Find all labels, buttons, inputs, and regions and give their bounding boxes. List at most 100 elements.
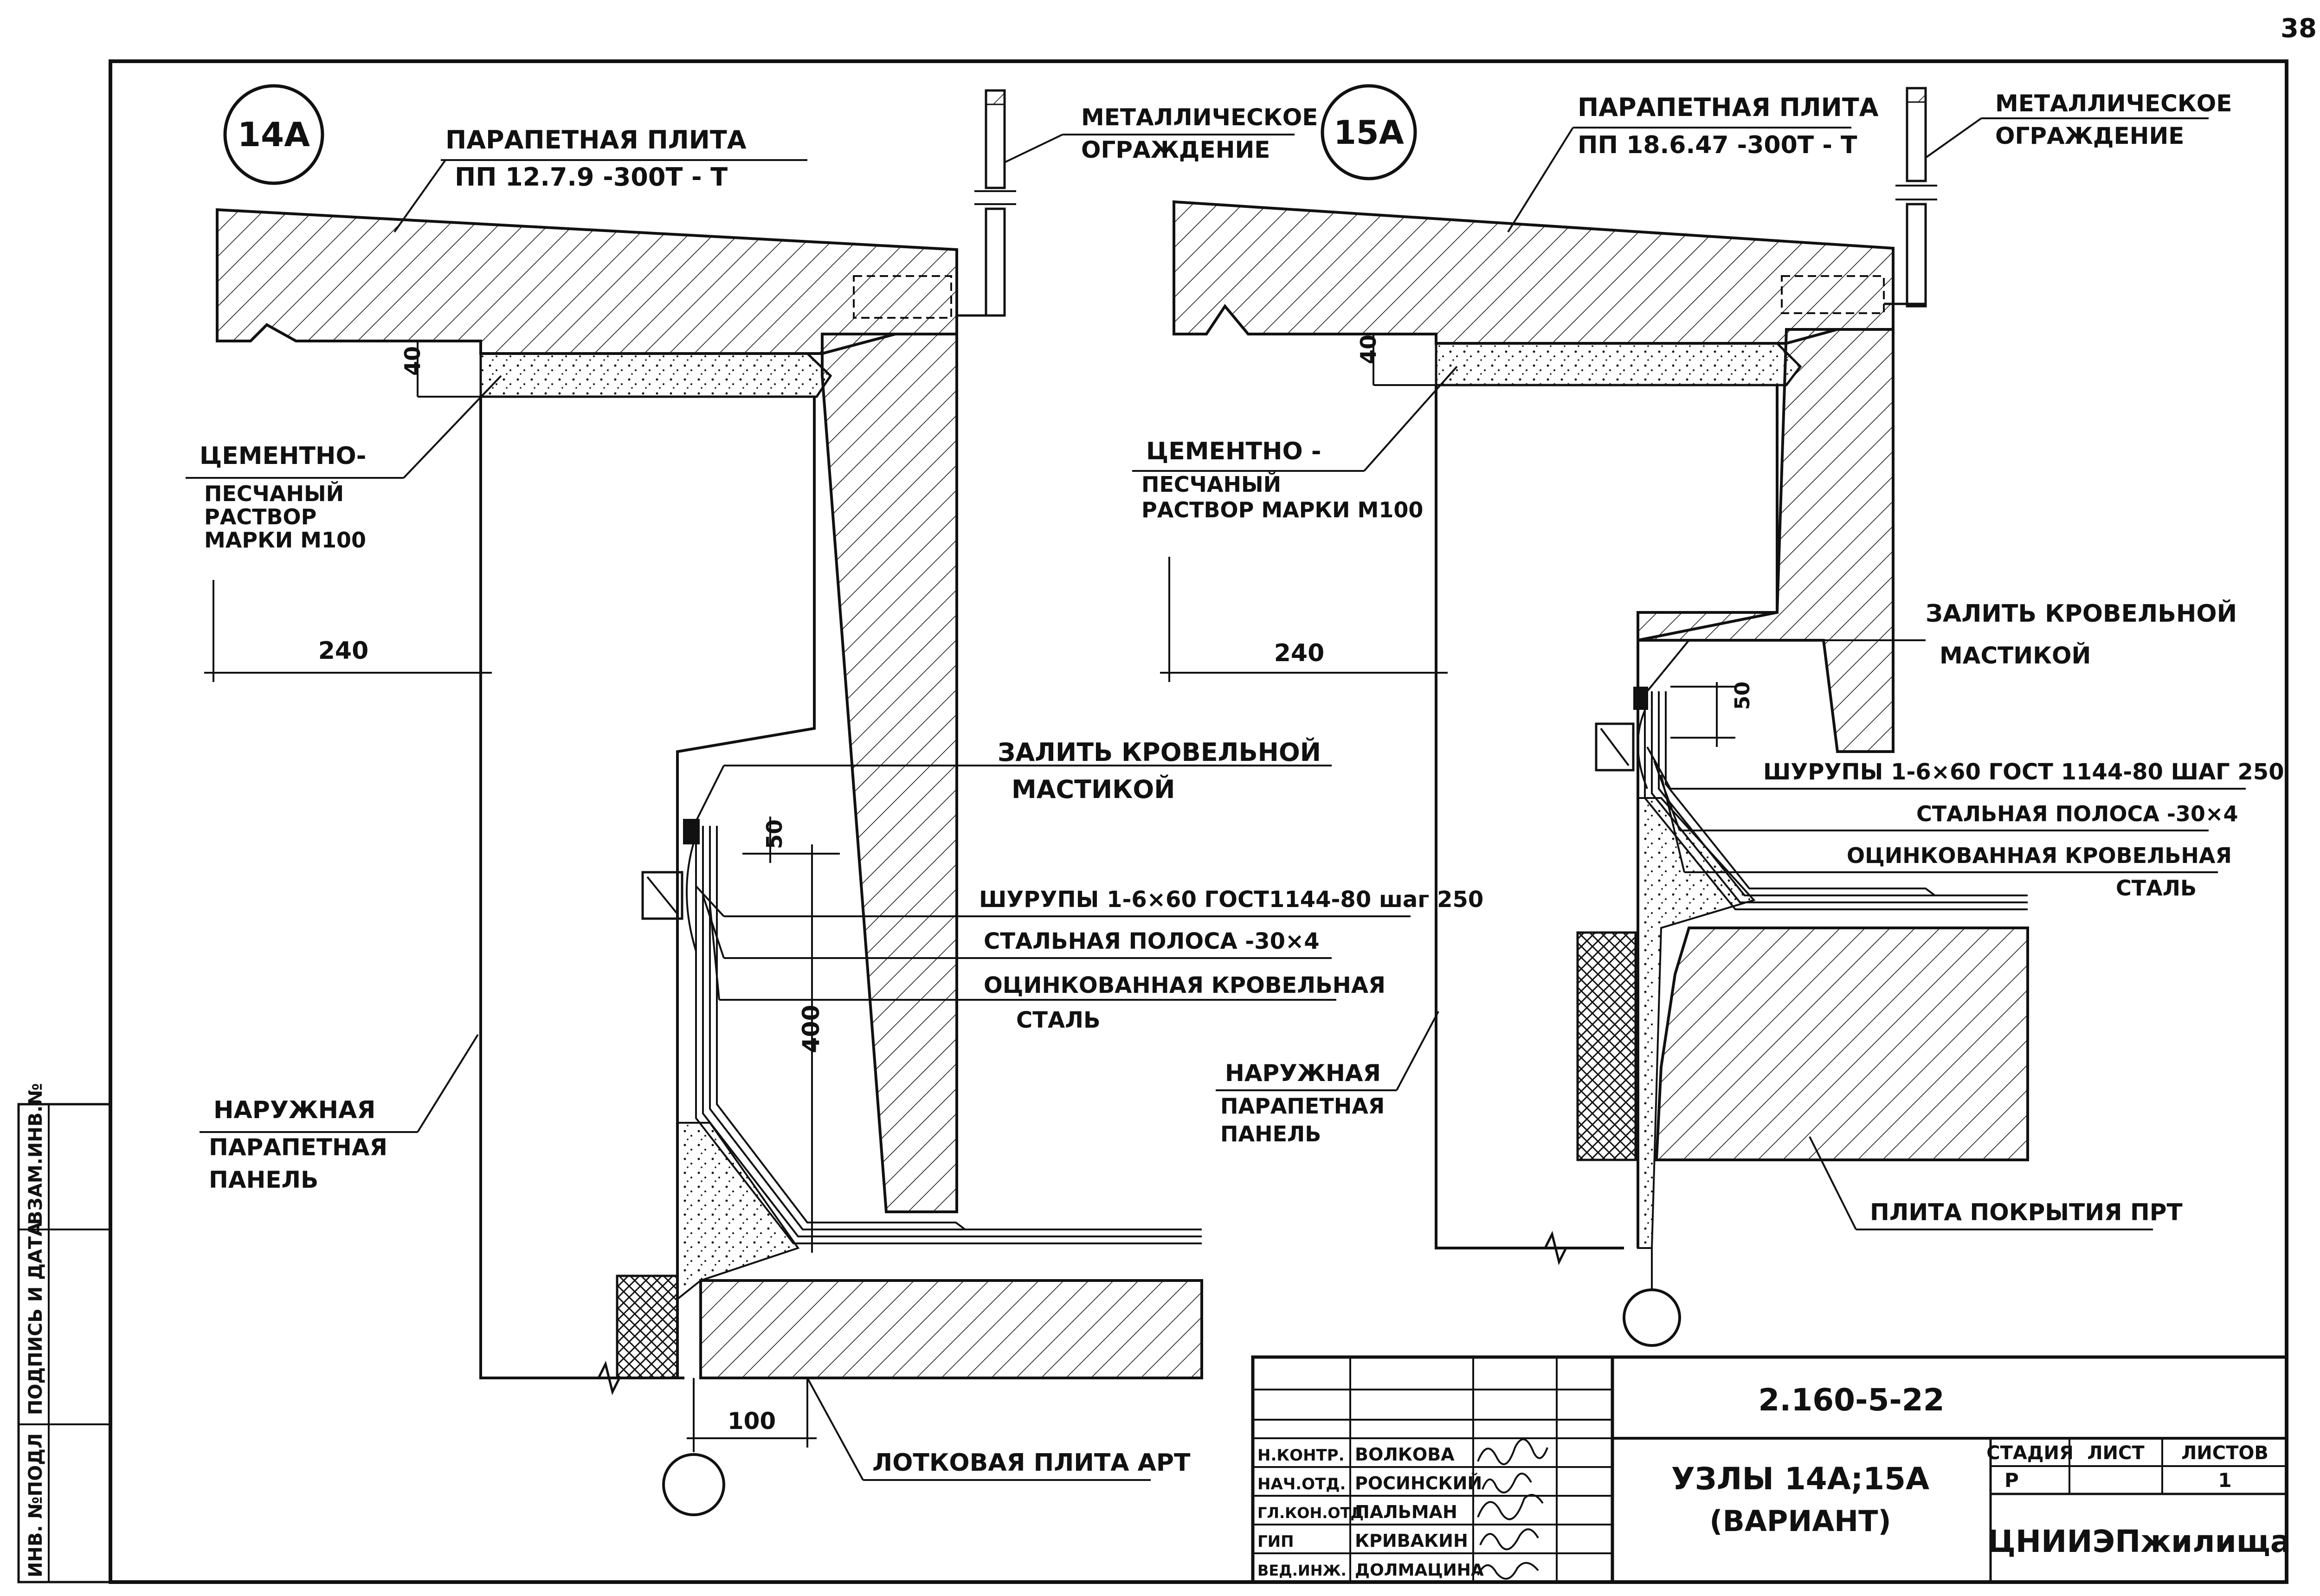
parapet-plate-code-15a: ПП 18.6.47 -300Т - Т [1578, 131, 1857, 159]
mortar-label-14a-3: РАСТВОР [204, 504, 316, 529]
panel-label-14a-2: ПАРАПЕТНАЯ [209, 1134, 387, 1161]
node-15a-marker: 15А [1334, 114, 1404, 152]
screws-label-15a: ШУРУПЫ 1-6×60 ГОСТ 1144-80 ШАГ 250 [1763, 759, 2284, 785]
dim-240-14a: 240 [318, 637, 369, 665]
mastic-label-14a-2: МАСТИКОЙ [1012, 775, 1175, 804]
title-line1: УЗЛЫ 14А;15А [1671, 1461, 1929, 1497]
fence-label-14a-1: МЕТАЛЛИЧЕСКОЕ [1081, 104, 1318, 131]
dim-40-15a: 40 [1356, 335, 1381, 364]
parapet-panel-14a [479, 397, 684, 1379]
embedded-part-14a [853, 275, 952, 319]
node-15a: 15А ПАРАПЕТНАЯ ПЛИТА [1132, 84, 2284, 1347]
node-14a-marker-circle [223, 84, 324, 185]
parapet-plate-title-14a: ПАРАПЕТНАЯ ПЛИТА [445, 125, 747, 154]
mastic-block-14a [683, 819, 700, 844]
dim-50-14a: 50 [762, 819, 787, 849]
mortar-layer-15a [1435, 342, 1802, 386]
mortar-label-15a-2: ПЕСЧАНЫЙ [1141, 472, 1281, 497]
drawing-frame [109, 59, 2288, 1584]
parapet-plate-code-14a: ПП 12.7.9 -300Т - Т [455, 162, 728, 192]
cross-insert-15a [1576, 931, 1637, 1161]
dim-50-15a: 50 [1731, 682, 1754, 710]
staff-role: ГИП [1257, 1532, 1294, 1551]
strip-label-15a: СТАЛЬНАЯ ПОЛОСА -30×4 [1916, 801, 2238, 826]
steel-label-15a-2: СТАЛЬ [2116, 875, 2197, 901]
title-block: 2.160-5-22 УЗЛЫ 14А;15А (ВАРИАНТ) СТАДИЯ… [1251, 1355, 2291, 1584]
node-14a-marker: 14А [238, 115, 310, 154]
mastic-block-15a [1633, 687, 1648, 710]
stage-value: Р [2004, 1469, 2019, 1492]
parapet-plate-14a [216, 208, 958, 355]
staff-name: КРИВАКИН [1355, 1531, 1468, 1551]
roof-plate-label-15a: ПЛИТА ПОКРЫТИЯ ПРТ [1870, 1199, 2183, 1226]
concrete-fill-15a [1637, 797, 1756, 1249]
dim-240-15a: 240 [1274, 639, 1325, 667]
panel-label-15a-1: НАРУЖНАЯ [1225, 1060, 1381, 1087]
metal-fence-15a [1884, 87, 1937, 308]
fence-label-15a-2: ОГРАЖДЕНИЕ [1995, 122, 2184, 149]
sheets-header: ЛИСТОВ [2181, 1442, 2268, 1464]
stage-header: СТАДИЯ [1986, 1442, 2074, 1464]
steel-label-14a-1: ОЦИНКОВАННАЯ КРОВЕЛЬНАЯ [984, 972, 1386, 998]
break-mark-15a [1544, 1230, 1567, 1266]
steel-label-14a-2: СТАЛЬ [1016, 1007, 1101, 1033]
mortar-label-14a-1: ЦЕМЕНТНО- [200, 442, 366, 470]
staff-role: ГЛ.КОН.ОТД [1257, 1504, 1364, 1522]
panel-label-15a-3: ПАНЕЛЬ [1220, 1121, 1321, 1146]
mortar-label-15a-3: РАСТВОР МАРКИ М100 [1141, 497, 1423, 522]
grounding-circle-15a [1623, 1288, 1681, 1347]
staff-name: ВОЛКОВА [1355, 1444, 1455, 1465]
doc-code: 2.160-5-22 [1758, 1382, 1944, 1418]
organization: ЦНИИЭПжилища [1987, 1524, 2291, 1559]
staff-name: РОСИНСКИЙ [1355, 1473, 1482, 1493]
dim-100-14a: 100 [728, 1408, 776, 1435]
panel-label-14a-1: НАРУЖНАЯ [213, 1096, 375, 1124]
signatures [1477, 1438, 1548, 1580]
panel-label-15a-2: ПАРАПЕТНАЯ [1220, 1094, 1385, 1119]
stamp-inv-no: ИНВ. №ПОДЛ [25, 1433, 46, 1577]
page-number: 38 [2281, 13, 2317, 44]
staff-role: НАЧ.ОТД. [1257, 1475, 1346, 1493]
mortar-label-14a-4: МАРКИ М100 [204, 528, 366, 553]
tray-plate-label-14a: ЛОТКОВАЯ ПЛИТА АРТ [872, 1449, 1191, 1477]
mastic-label-15a-2: МАСТИКОЙ [1940, 642, 2091, 669]
screw-15a [1595, 722, 1635, 772]
sheet-header: ЛИСТ [2087, 1442, 2145, 1464]
parapet-panel-inner-14a [676, 397, 816, 1378]
screws-label-14a: ШУРУПЫ 1-6×60 ГОСТ1144-80 шаг 250 [979, 887, 1483, 913]
concrete-fill-14a [677, 1122, 800, 1301]
dim-400-14a: 400 [798, 1005, 825, 1053]
roof-flashing-15a [1644, 691, 2028, 910]
mortar-layer-14a [479, 352, 832, 398]
roof-plate-15a [1655, 927, 2029, 1161]
title-line2: (ВАРИАНТ) [1709, 1504, 1891, 1538]
break-mark-14a [597, 1360, 621, 1396]
fence-label-15a-1: МЕТАЛЛИЧЕСКОЕ [1995, 90, 2232, 117]
fence-label-14a-2: ОГРАЖДЕНИЕ [1081, 136, 1270, 163]
roof-flashing-14a [695, 826, 1202, 1244]
panel-label-14a-3: ПАНЕЛЬ [209, 1166, 318, 1193]
dim-40-14a: 40 [400, 346, 425, 376]
parapet-plate-title-15a: ПАРАПЕТНАЯ ПЛИТА [1578, 93, 1879, 122]
staff-name: ПАЛЬМАН [1355, 1502, 1457, 1522]
node-14a: 14А [186, 84, 1483, 1516]
cross-insert-14a [616, 1274, 679, 1379]
staff-role: Н.КОНТР. [1257, 1446, 1345, 1465]
embedded-part-15a [1781, 275, 1885, 314]
metal-fence-14a [957, 89, 1016, 317]
strip-label-14a: СТАЛЬНАЯ ПОЛОСА -30×4 [984, 928, 1320, 954]
mastic-label-14a-1: ЗАЛИТЬ КРОВЕЛЬНОЙ [998, 738, 1321, 767]
staff-name: ДОЛМАЦИНА [1355, 1561, 1484, 1580]
screw-14a [641, 871, 683, 920]
staff-role: ВЕД.ИНЖ. [1257, 1562, 1347, 1579]
mastic-label-15a-1: ЗАЛИТЬ КРОВЕЛЬНОЙ [1926, 599, 2237, 628]
mortar-label-15a-1: ЦЕМЕНТНО - [1146, 438, 1321, 465]
stamp-sign-date: ПОДПИСЬ И ДАТА [25, 1222, 46, 1415]
mortar-label-14a-2: ПЕСЧАНЫЙ [204, 481, 344, 506]
tray-plate-14a [699, 1279, 1203, 1379]
side-stamp: ИНВ. №ПОДЛ ПОДПИСЬ И ДАТА ВЗАМ.ИНВ.№ [17, 1083, 112, 1583]
node-15a-marker-circle [1321, 84, 1417, 180]
sheets-value: 1 [2218, 1469, 2231, 1492]
parapet-plate-15a [1173, 200, 1895, 345]
